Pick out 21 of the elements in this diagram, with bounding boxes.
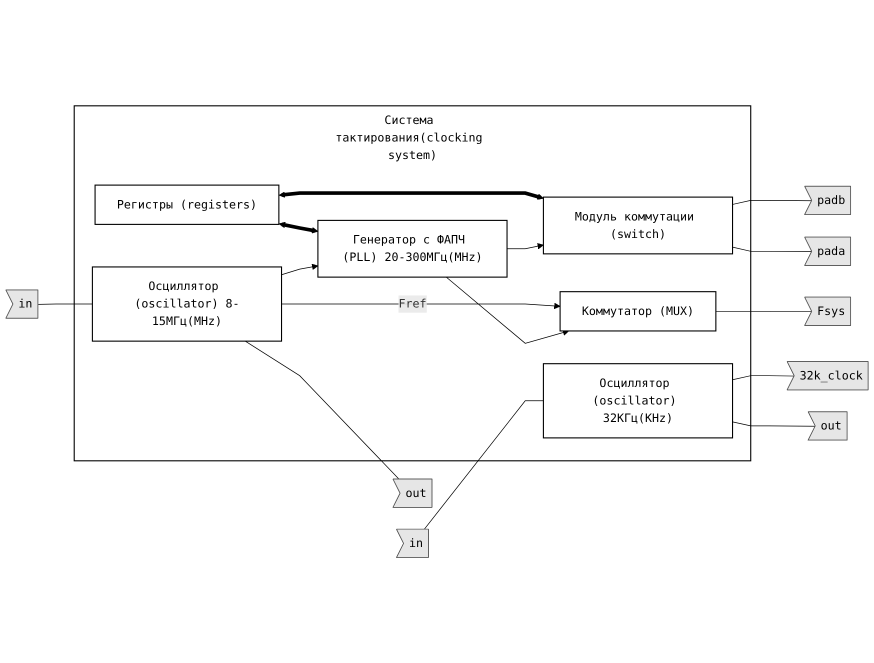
connector xyxy=(732,421,816,426)
arrow xyxy=(281,264,318,275)
connector xyxy=(244,340,400,480)
node-box: Осциллятор (oscillator) 8-15МГц(MHz) xyxy=(92,266,282,342)
node-box: Коммутатор (MUX) xyxy=(560,290,716,332)
edge-label: Fref xyxy=(398,296,426,310)
connector xyxy=(732,200,812,205)
arrow xyxy=(446,276,570,344)
node-box: Генератор с ФАПЧ (PLL) 20-300МГц(MHz) xyxy=(317,220,508,278)
connector xyxy=(732,375,795,380)
node-box: Модуль коммутации (switch) xyxy=(542,196,734,254)
connector xyxy=(424,400,544,530)
connector xyxy=(732,246,812,252)
node-box: Регистры (registers) xyxy=(94,184,280,225)
arrow xyxy=(281,302,560,309)
connector xyxy=(38,304,93,305)
arrow xyxy=(278,191,544,200)
arrow xyxy=(506,242,544,250)
node-box: Осциллятор (oscillator) 32КГц(KHz) xyxy=(542,362,734,438)
connector xyxy=(716,310,812,312)
arrow xyxy=(278,222,318,234)
